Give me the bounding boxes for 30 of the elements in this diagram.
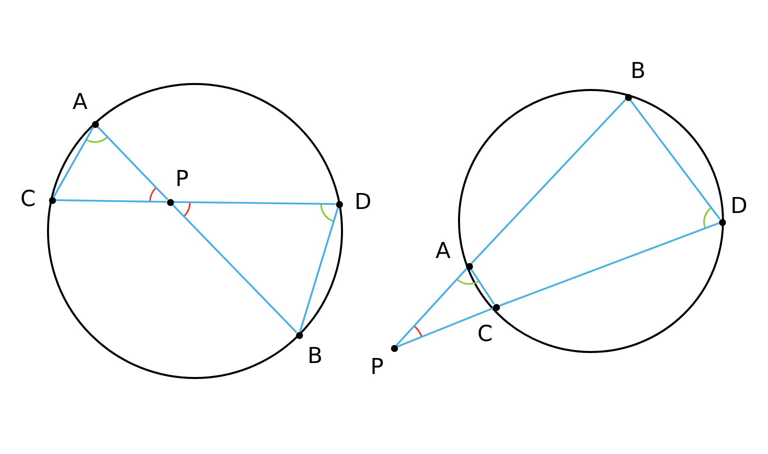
line-segment [629,99,721,220]
point-dot [492,304,500,310]
line-segment [498,222,720,307]
point-label: B [630,61,646,83]
point-dot [390,344,398,352]
line-segment [96,126,168,200]
line-segment [396,307,494,348]
line-segment [396,268,468,346]
point-dot [624,94,632,100]
point-label: A [435,241,451,263]
line-segment [470,98,626,264]
point-label: C [477,324,493,346]
point-label: D [730,196,748,218]
point-dot [48,196,56,204]
line-segment [470,268,495,305]
point-label: C [20,189,36,211]
line-segment [52,126,94,198]
line-segment [172,204,298,334]
point-label: D [354,192,372,214]
line-segment [55,199,167,203]
point-label: B [307,346,323,368]
point-dot [92,120,98,128]
point-label: P [370,357,384,379]
point-dot [336,200,342,208]
point-label: A [72,92,88,114]
point-dot [166,198,174,206]
point-label: P [175,169,189,191]
point-dot [718,218,726,226]
line-segment [173,201,336,205]
line-segment [299,207,339,332]
